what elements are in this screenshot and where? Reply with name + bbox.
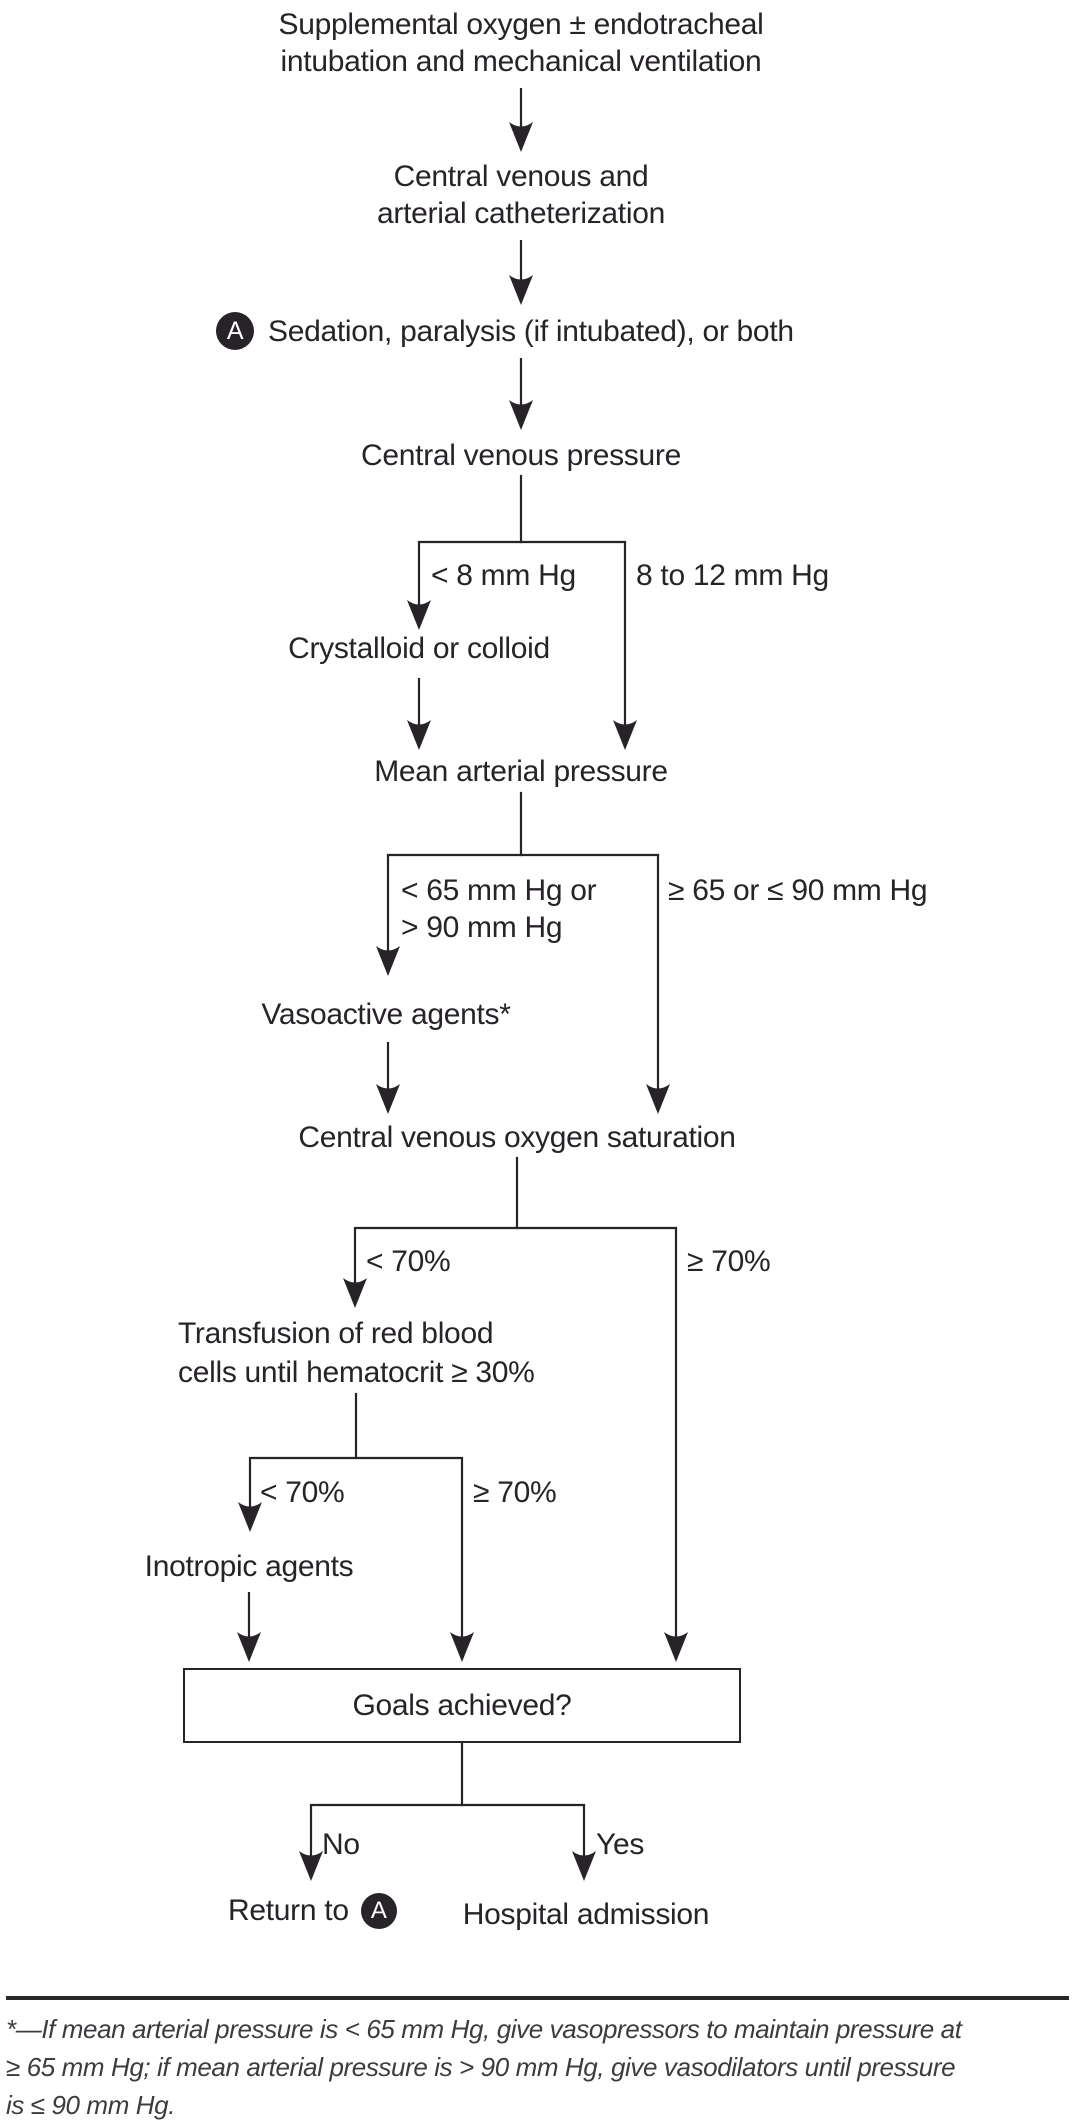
node-return-to-a-label: Return to [228,1894,349,1927]
node-catheterization-line1: Central venous and [393,160,649,193]
branch-cvp-ok-label: 8 to 12 mm Hg [636,559,829,592]
node-start-line1: Supplemental oxygen ± endotracheal [278,8,764,41]
node-cvos: Central venous oxygen saturation [298,1121,736,1154]
branch-map-ok-label: ≥ 65 or ≤ 90 mm Hg [668,874,928,907]
node-catheterization-line2: arterial catheterization [377,197,665,230]
footnote: *—If mean arterial pressure is < 65 mm H… [6,2010,962,2123]
footnote-line2: ≥ 65 mm Hg; if mean arterial pressure is… [6,2052,956,2082]
branch-posttx-low-label: < 70% [260,1476,345,1509]
node-goals-box: Goals achieved? [183,1668,741,1743]
node-transfusion: Transfusion of red blood cells until hem… [178,1314,535,1392]
node-hospital-admission: Hospital admission [462,1898,710,1931]
node-catheterization: Central venous and arterial catheterizat… [377,158,665,232]
step-a-badge: A [216,312,254,350]
node-start: Supplemental oxygen ± endotracheal intub… [279,6,764,80]
branch-cvos-low-label: < 70% [366,1245,451,1278]
branch-yes-label: Yes [596,1828,645,1861]
branch-map-bad-line1: < 65 mm Hg or [401,874,597,907]
branch-no-label: No [322,1828,360,1861]
branch-cvp-low-label: < 8 mm Hg [431,559,576,592]
footnote-line1: *—If mean arterial pressure is < 65 mm H… [6,2014,962,2044]
node-map: Mean arterial pressure [374,755,668,788]
branch-cvos-ok-label: ≥ 70% [687,1245,771,1278]
node-sedation-label: Sedation, paralysis (if intubated), or b… [268,314,794,348]
node-sedation: A Sedation, paralysis (if intubated), or… [216,312,794,350]
node-inotropic: Inotropic agents [144,1550,354,1583]
node-crystalloid: Crystalloid or colloid [288,632,550,665]
footnote-line3: is ≤ 90 mm Hg. [6,2090,176,2120]
return-a-badge: A [360,1892,397,1929]
node-goals-label: Goals achieved? [352,1688,572,1722]
node-start-line2: intubation and mechanical ventilation [280,45,762,78]
node-cvp: Central venous pressure [361,439,681,472]
node-transfusion-line1: Transfusion of red blood [178,1317,494,1350]
node-vasoactive: Vasoactive agents* [261,998,511,1031]
branch-map-bad-line2: > 90 mm Hg [401,911,563,944]
node-transfusion-line2: cells until hematocrit ≥ 30% [178,1356,535,1389]
branch-map-bad-label: < 65 mm Hg or > 90 mm Hg [401,872,597,946]
branch-posttx-ok-label: ≥ 70% [473,1476,557,1509]
footnote-divider [6,1996,1069,2000]
node-return-to-a: Return to A [228,1892,397,1929]
